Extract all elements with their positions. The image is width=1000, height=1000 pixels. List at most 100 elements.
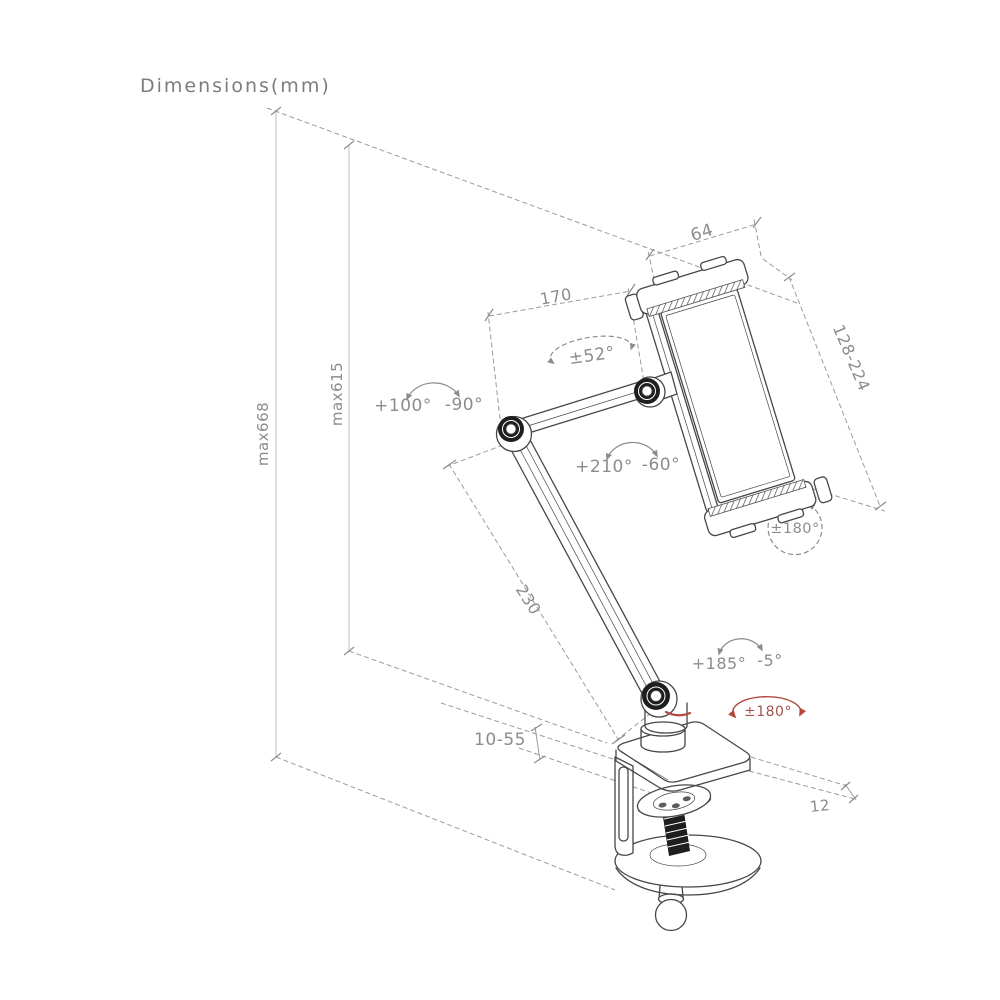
holder-height-ext-bottom xyxy=(796,483,886,512)
upper-arm-ext-left xyxy=(487,311,501,420)
clamp-range-dimline xyxy=(534,726,541,761)
clamp-bar-slot xyxy=(618,766,629,842)
bottom-jaw-hook xyxy=(813,476,833,504)
top-grip-pad xyxy=(646,279,746,318)
label-shoulder-up: +210° xyxy=(575,457,633,477)
label-clamp-thickness-range: 10-55 xyxy=(474,730,526,750)
base-joint xyxy=(640,680,692,753)
diagram-title: Dimensions(mm) xyxy=(140,75,331,97)
projection-to-plate xyxy=(348,650,608,744)
holder-joint-hole xyxy=(641,385,653,397)
lower-arm-inner-line xyxy=(521,437,658,692)
upper-arm-inner-line xyxy=(517,390,641,430)
elbow-hole xyxy=(505,423,517,435)
plate-front-edge xyxy=(615,760,751,792)
holder-rail-line xyxy=(650,308,713,510)
label-clamp-plate-depth: 12 xyxy=(809,796,831,816)
base-joint-hole xyxy=(650,690,662,702)
shoulder-swing-arc xyxy=(605,441,658,461)
label-overall-height: max668 xyxy=(254,402,272,466)
label-holder-tilt-range: ±52° xyxy=(568,343,617,369)
lower-arm-dimline xyxy=(448,463,619,740)
pad-hole xyxy=(671,803,680,809)
lower-arm-inner-line xyxy=(515,441,652,696)
joint-drum-bottom xyxy=(644,725,688,734)
holder-joint-highlight xyxy=(638,382,656,400)
bottom-grip-pad xyxy=(707,479,807,517)
lower-arm-ext-top xyxy=(444,444,504,468)
base-joint-highlight xyxy=(646,686,666,706)
label-holder-width: 64 xyxy=(688,220,715,246)
label-holder-height-range: 128-224 xyxy=(829,322,874,394)
lower-arm-edge xyxy=(527,435,665,690)
dim-tick xyxy=(343,646,355,656)
lower-arm xyxy=(507,431,666,704)
dim-tick xyxy=(530,723,543,732)
label-base-rotation: ±180° xyxy=(744,704,792,720)
holder-height-ext-top xyxy=(762,258,793,281)
dim-tick xyxy=(752,216,762,229)
label-base-tilt-up: +185° xyxy=(692,654,746,673)
base-tilt-arc xyxy=(717,638,763,656)
dim-tick xyxy=(611,734,626,745)
lower-arm-edge xyxy=(508,445,646,700)
upper-arm-edge xyxy=(518,397,643,437)
base-cylinder-sides xyxy=(640,728,686,746)
upper-arm-edge xyxy=(516,381,640,421)
dim-tick xyxy=(270,106,282,116)
label-base-tilt-down: -5° xyxy=(757,651,782,670)
label-upper-arm-length: 170 xyxy=(538,284,573,308)
pad-flange xyxy=(636,784,712,818)
elbow-swing-arc xyxy=(406,382,460,401)
dim-tick xyxy=(343,140,355,150)
clamp-range-ext-top xyxy=(440,702,614,760)
tablet-face xyxy=(665,294,790,498)
holder-tilt-ellipse xyxy=(547,335,636,365)
top-jaw-tab xyxy=(700,255,728,271)
label-elbow-down: -90° xyxy=(445,395,483,415)
dim-tick xyxy=(626,283,636,297)
elbow-joint xyxy=(495,415,533,453)
holder-width-dimline xyxy=(649,223,758,257)
dimension-lines xyxy=(266,106,887,891)
holder-width-ext-right xyxy=(753,218,762,257)
bottom-jaw-tab xyxy=(729,522,757,539)
upper-arm xyxy=(512,381,643,437)
handle-ball-knob xyxy=(654,898,688,932)
tablet-holder xyxy=(624,255,833,539)
rotation-annotations xyxy=(406,335,823,719)
plate-seam xyxy=(620,751,669,781)
top-jaw-tab xyxy=(652,270,680,286)
clamp-foot-thickness xyxy=(615,867,761,896)
dim-tick xyxy=(874,501,887,511)
dim-tick xyxy=(533,755,546,764)
label-column-height: max615 xyxy=(328,362,346,426)
pad-inner-ring xyxy=(652,791,696,811)
projection-to-foot xyxy=(275,756,616,891)
plate-depth-ext-top xyxy=(750,756,848,787)
dim-tick xyxy=(442,459,457,470)
mount-arm-drawing xyxy=(495,255,833,932)
dim-tick xyxy=(484,308,494,322)
label-lower-arm-length: 230 xyxy=(512,581,545,618)
base-rotation-ellipse xyxy=(728,696,807,719)
dim-tick xyxy=(645,248,655,261)
plate-depth-ext-bottom xyxy=(748,770,856,800)
upper-arm-ext-right xyxy=(627,286,646,389)
base-joint-red-accent xyxy=(664,710,692,717)
label-shoulder-down: -60° xyxy=(642,455,680,475)
plate-depth-dimline xyxy=(844,783,857,801)
bottom-jaw-tab xyxy=(777,508,805,524)
base-cylinder-bottom xyxy=(640,744,686,753)
clamp-top-plate xyxy=(617,721,751,783)
dim-tick xyxy=(840,781,851,791)
label-holder-rotation: ±180° xyxy=(770,521,820,537)
pad-hole xyxy=(682,796,691,802)
screw-pressure-pad xyxy=(636,784,712,818)
holder-height-dimline xyxy=(788,276,881,507)
top-reference-line xyxy=(266,107,798,304)
dim-tick xyxy=(783,272,796,282)
dim-tick xyxy=(848,794,859,804)
